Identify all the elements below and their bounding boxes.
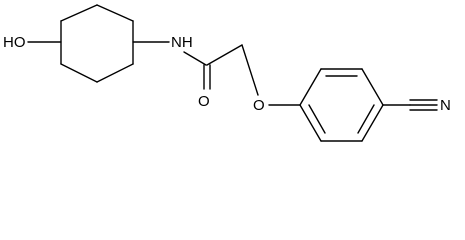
c-ch2-bond bbox=[206, 44, 243, 66]
ether-o-label: O bbox=[253, 97, 265, 114]
chemical-structure: HO NH O O N bbox=[3, 4, 451, 142]
carbonyl-double-bond bbox=[203, 64, 211, 90]
nitrile-triple-bond bbox=[409, 99, 438, 111]
ch2-o-bond bbox=[241, 44, 259, 96]
benzene-ring bbox=[299, 68, 384, 142]
hydroxyl-label: HO bbox=[3, 34, 26, 51]
cyclohexane-ring bbox=[60, 4, 134, 83]
n-c-carbonyl-bond bbox=[183, 51, 207, 66]
nitrile-n-label: N bbox=[440, 97, 451, 114]
amide-nh-label: NH bbox=[171, 34, 193, 51]
carbonyl-o-label: O bbox=[198, 93, 210, 110]
